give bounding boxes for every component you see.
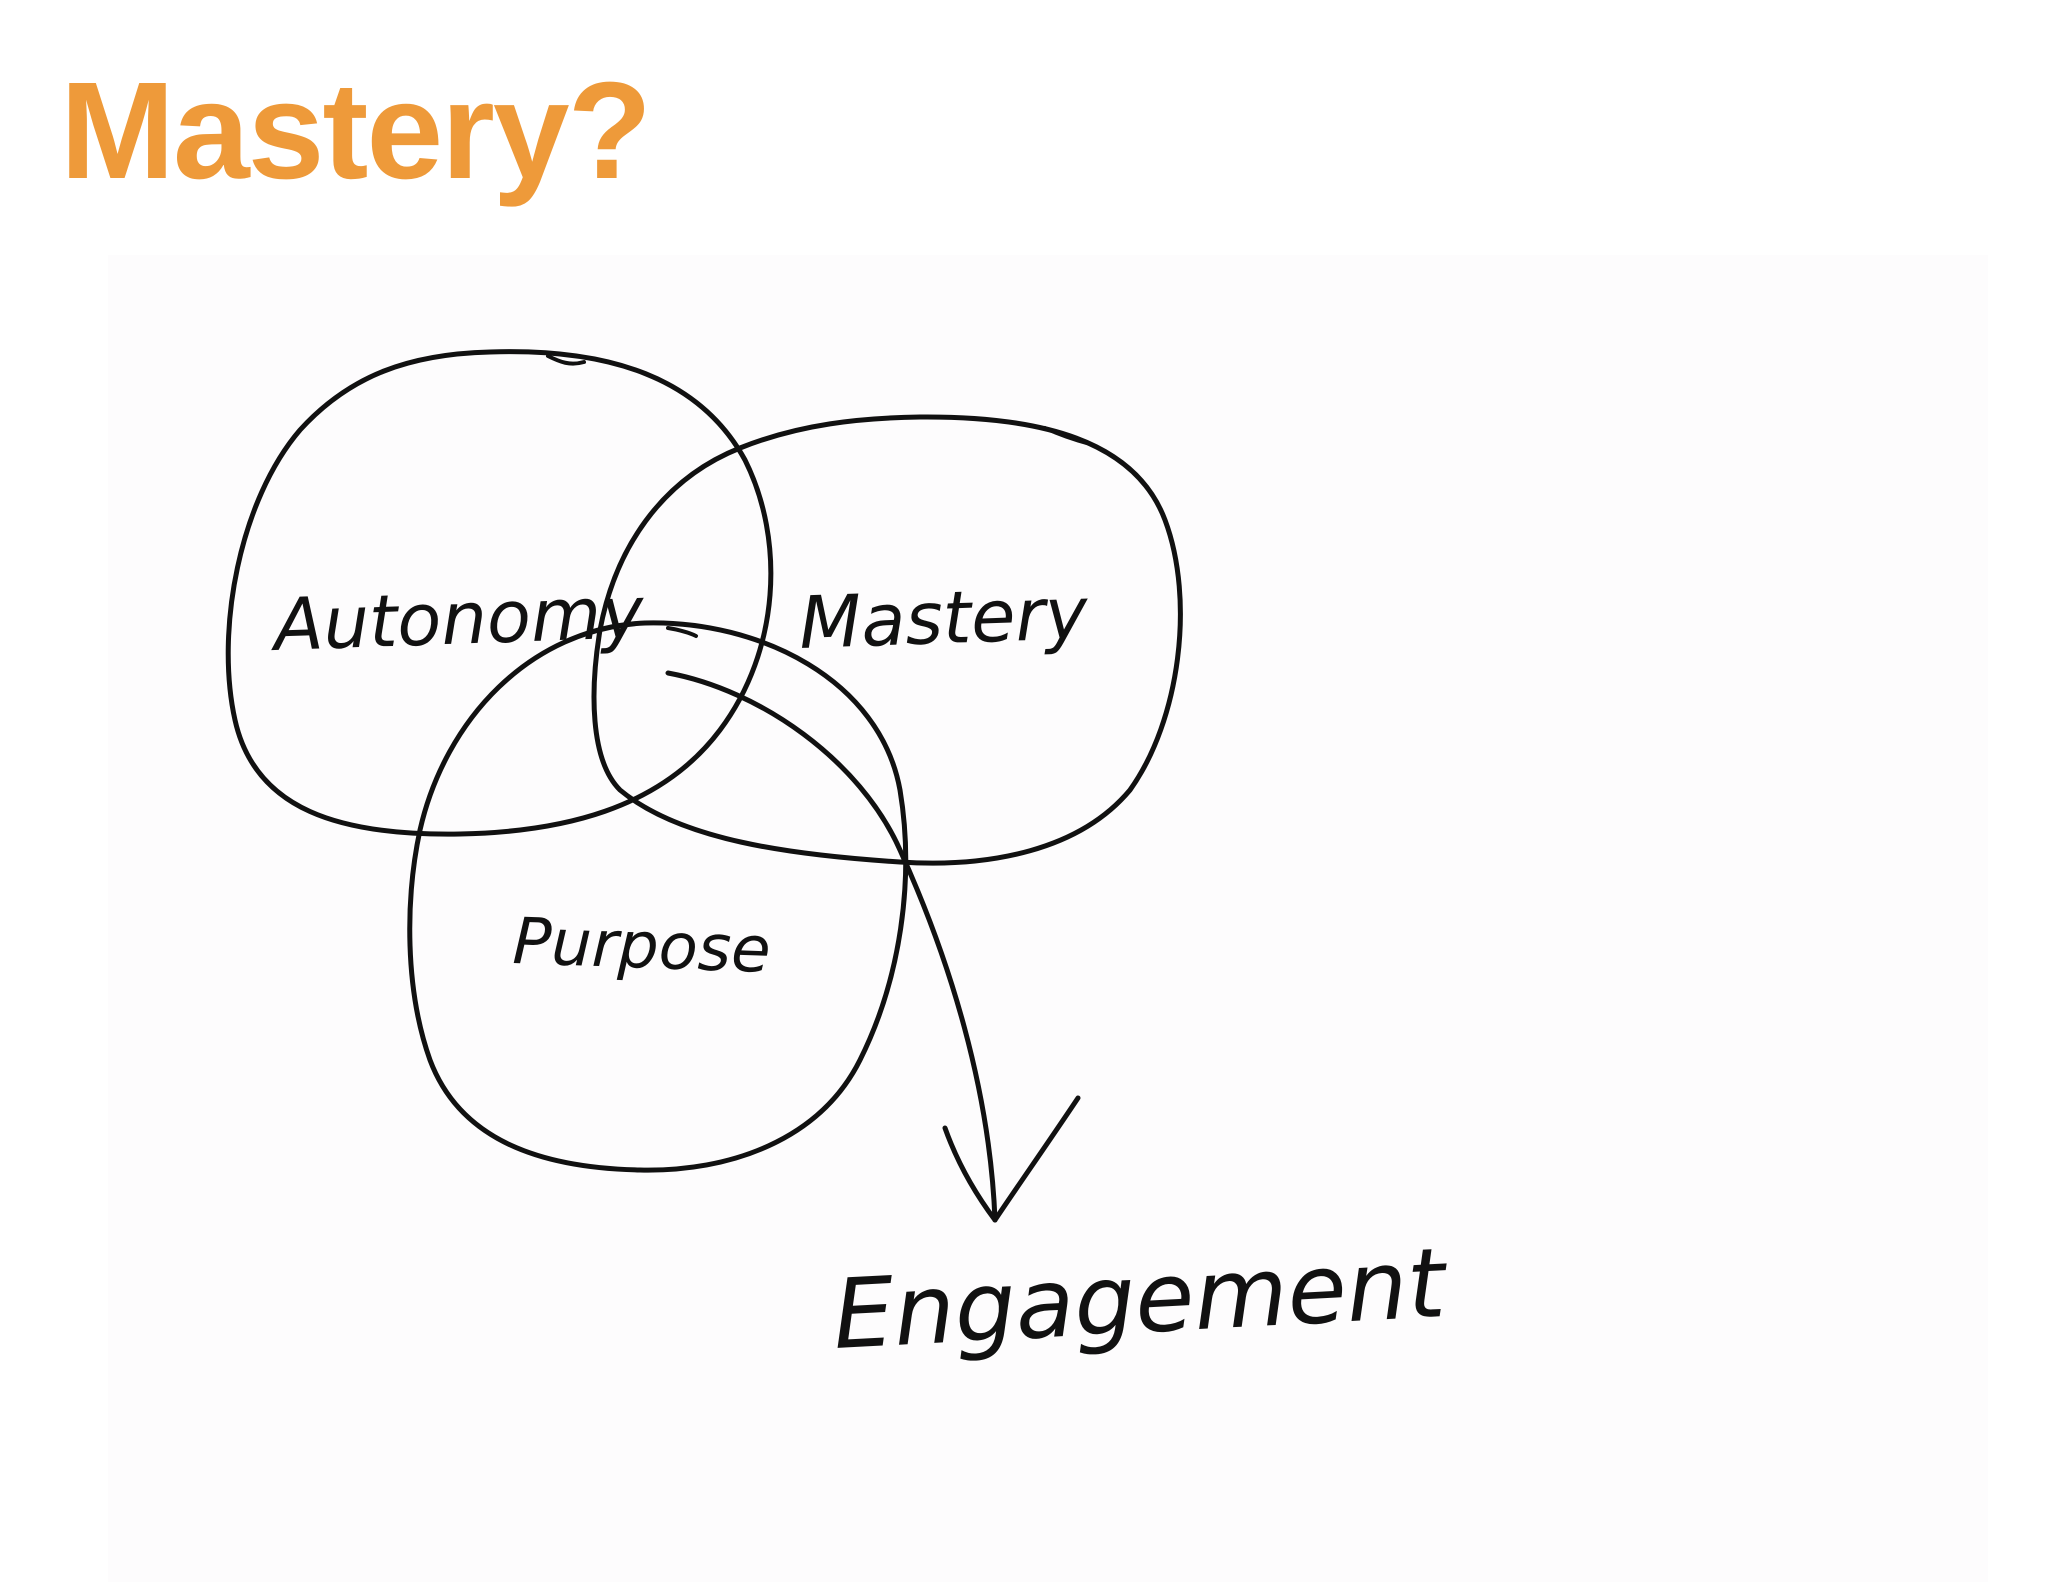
sketch-background: [108, 255, 1988, 1582]
label-autonomy: Autonomy: [269, 570, 647, 667]
circle-autonomy: [225, 349, 774, 837]
circle-purpose: [407, 620, 909, 1173]
circle-mastery: [591, 414, 1183, 866]
engagement-arrow-shaft: [665, 670, 998, 1223]
slide-title: Mastery?: [60, 54, 652, 208]
label-mastery: Mastery: [798, 571, 1091, 665]
label-engagement: Engagement: [830, 1227, 1451, 1371]
label-purpose: Purpose: [511, 905, 771, 988]
engagement-arrow-head: [942, 1095, 1081, 1223]
